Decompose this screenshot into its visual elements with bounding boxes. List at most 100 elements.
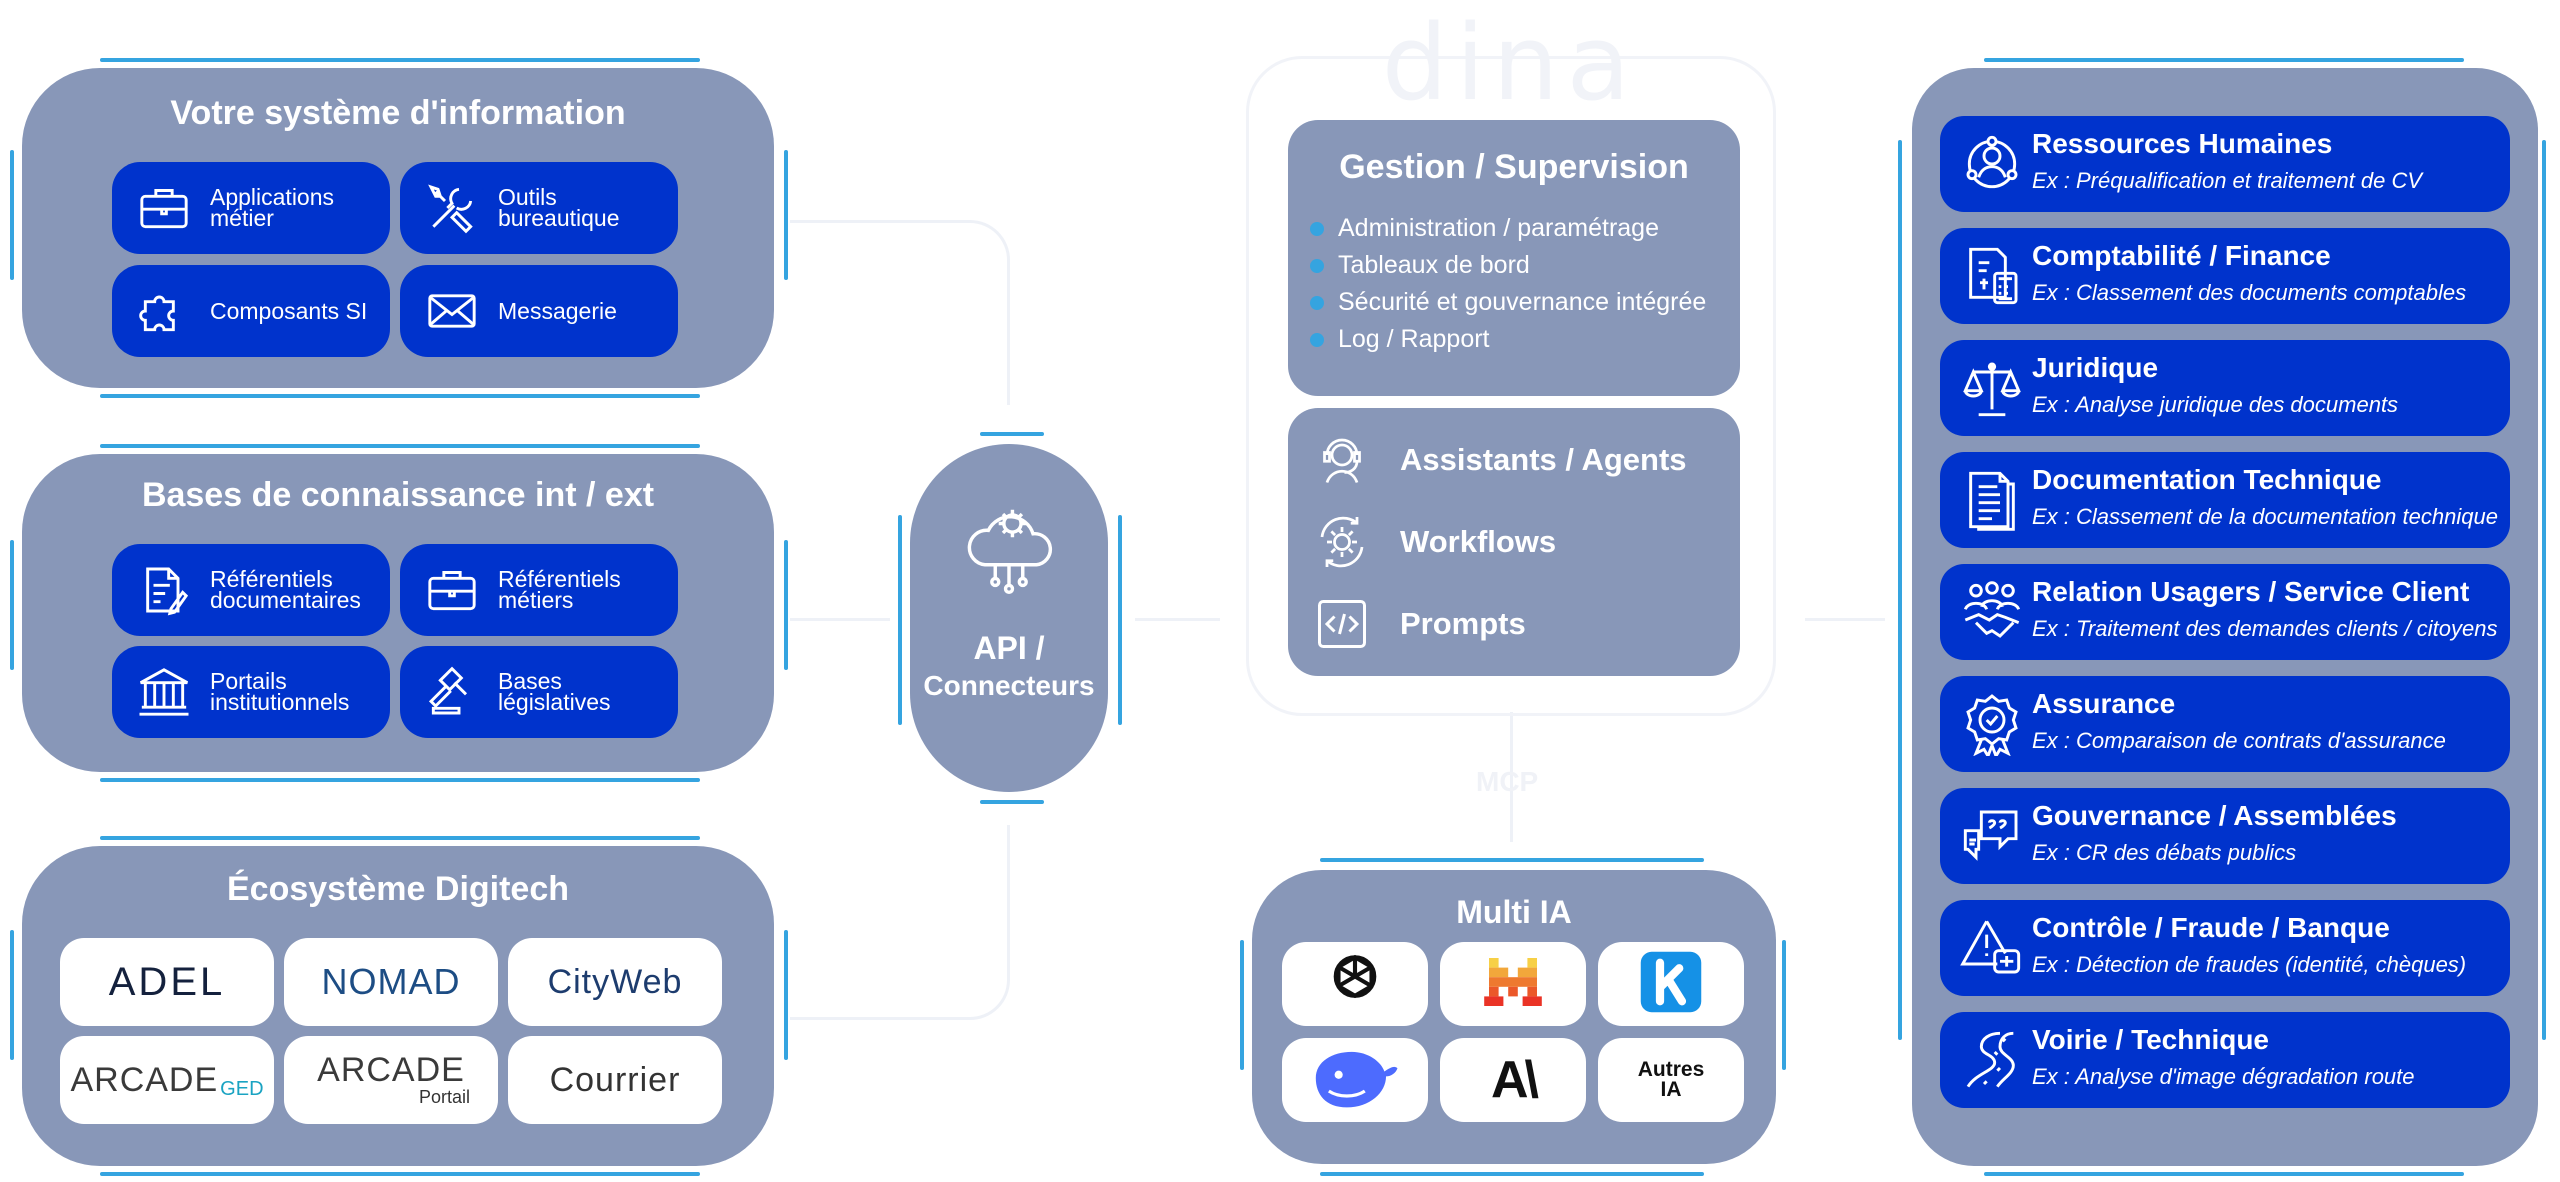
domain-title: Contrôle / Fraude / Banque — [2032, 912, 2390, 943]
logo-subtext: GED — [220, 1077, 264, 1100]
connector-eco-api — [790, 825, 1010, 1020]
tile-label: Référentiels documentaires — [210, 566, 361, 613]
gestion-panel — [1288, 120, 1740, 396]
badge-check-icon — [1960, 692, 2024, 760]
documents-icon — [1960, 468, 2024, 532]
bullet-dot — [1310, 332, 1324, 347]
domain-title: Voirie / Technique — [2032, 1024, 2270, 1055]
ai-tile-anthropic[interactable]: A\ — [1440, 1038, 1586, 1122]
domain-example: Ex : Analyse juridique des documents — [2032, 392, 2399, 417]
logo-arcade-ged[interactable]: ARCADE GED — [60, 1036, 274, 1124]
logo-text: ADEL — [108, 959, 226, 1004]
domain-example: Ex : Préqualification et traitement de C… — [2032, 168, 2423, 193]
code-icon — [1310, 592, 1374, 656]
accent-line — [1320, 858, 1704, 862]
accent-line — [100, 394, 700, 398]
domain-card[interactable]: Ressources Humaines Ex : Préqualification… — [1940, 116, 2510, 212]
accent-line — [784, 540, 788, 670]
domain-card[interactable]: Gouvernance / Assemblées Ex : CR des déba… — [1940, 788, 2510, 884]
accent-line — [1240, 940, 1244, 1070]
domain-example: Ex : CR des débats publics — [2032, 840, 2297, 865]
logo-arcade-portail[interactable]: ARCADE Portail — [284, 1036, 498, 1124]
gestion-item-label: Administration / paramétrage — [1338, 214, 1659, 242]
accent-line — [2542, 140, 2546, 1040]
ai-tile-mistral[interactable] — [1440, 942, 1586, 1026]
ai-tile-deepseek[interactable] — [1282, 1038, 1428, 1122]
logo-text: CityWeb — [547, 962, 683, 1001]
domain-card[interactable]: Juridique Ex : Analyse juridique des docu… — [1940, 340, 2510, 436]
domain-example: Ex : Traitement des demandes clients / c… — [2032, 616, 2498, 641]
domain-example: Ex : Analyse d'image dégradation route — [2032, 1064, 2415, 1089]
logo-text: Courrier — [549, 1060, 681, 1099]
workflow-gear-icon — [1310, 510, 1374, 574]
si-tile-messagerie[interactable]: Messagerie — [400, 265, 678, 357]
briefcase-icon — [422, 560, 482, 620]
accent-line — [1898, 140, 1902, 1040]
eco-title: Écosystème Digitech — [226, 870, 570, 908]
si-title: Votre système d'information — [170, 94, 626, 132]
api-subtitle: Connecteurs — [923, 670, 1095, 701]
domain-title: Gouvernance / Assemblées — [2032, 800, 2397, 831]
gestion-item: Sécurité et gouvernance intégrée — [1310, 288, 1706, 317]
logo-text: ARCADE — [70, 1060, 219, 1099]
logo-text: ARCADE — [317, 1050, 465, 1089]
accent-line — [980, 800, 1044, 804]
openai-logo-icon — [1322, 949, 1388, 1020]
bullet-dot — [1310, 258, 1324, 273]
agent-row-workflows[interactable]: Workflows — [1310, 510, 1556, 574]
accent-line — [784, 930, 788, 1060]
kb-title: Bases de connaissance int / ext — [141, 476, 655, 514]
agent-label: Assistants / Agents — [1400, 442, 1687, 477]
agent-label: Workflows — [1400, 524, 1557, 559]
kb-tile-legislatives[interactable]: Bases législatives — [400, 646, 678, 738]
headset-agent-icon — [1310, 428, 1374, 492]
agent-row-prompts[interactable]: Prompts — [1310, 592, 1526, 656]
speech-bubbles-icon — [1960, 804, 2024, 868]
accent-line — [100, 58, 700, 62]
invoice-calculator-icon — [1960, 244, 2024, 308]
domain-title: Juridique — [2032, 352, 2159, 383]
kb-tile-documentaires[interactable]: Référentiels documentaires — [112, 544, 390, 636]
logo-cityweb[interactable]: CityWeb — [508, 938, 722, 1026]
ai-tile-openai[interactable] — [1282, 942, 1428, 1026]
gestion-item-label: Log / Rapport — [1338, 325, 1490, 353]
tile-label: Outils bureautique — [498, 184, 620, 231]
kb-tile-portails[interactable]: Portails institutionnels — [112, 646, 390, 738]
domain-title: Ressources Humaines — [2032, 128, 2333, 159]
domain-title: Assurance — [2032, 688, 2176, 719]
domain-example: Ex : Classement de la documentation tech… — [2032, 504, 2498, 529]
si-tile-composants[interactable]: Composants SI — [112, 265, 390, 357]
logo-courrier[interactable]: Courrier — [508, 1036, 722, 1124]
envelope-icon — [422, 281, 482, 341]
agent-row-assistants[interactable]: Assistants / Agents — [1310, 428, 1687, 492]
kyutai-logo-icon — [1638, 949, 1704, 1020]
logo-text: NOMAD — [321, 961, 461, 1002]
si-tile-applications[interactable]: Applications métier — [112, 162, 390, 254]
logo-nomad[interactable]: NOMAD — [284, 938, 498, 1026]
road-icon — [1960, 1028, 2024, 1092]
bullet-dot — [1310, 221, 1324, 236]
kb-tile-metiers[interactable]: Référentiels métiers — [400, 544, 678, 636]
document-edit-icon — [134, 560, 194, 620]
domain-card[interactable]: Voirie / Technique Ex : Analyse d'image d… — [1940, 1012, 2510, 1108]
si-tile-outils[interactable]: Outils bureautique — [400, 162, 678, 254]
logo-adel[interactable]: ADEL — [60, 938, 274, 1026]
institution-icon — [134, 662, 194, 722]
ai-tile-autres[interactable]: Autres IA — [1598, 1038, 1744, 1122]
scales-icon — [1960, 356, 2024, 420]
gavel-icon — [422, 662, 482, 722]
accent-line — [100, 836, 700, 840]
accent-line — [1320, 1172, 1704, 1176]
api-panel[interactable]: API / Connecteurs — [910, 444, 1108, 792]
connector-si-api — [790, 220, 1010, 405]
tools-icon — [422, 178, 482, 238]
api-title: API / — [973, 630, 1045, 666]
accent-line — [980, 432, 1044, 436]
accent-line — [784, 150, 788, 280]
ai-tile-kyutai[interactable] — [1598, 942, 1744, 1026]
